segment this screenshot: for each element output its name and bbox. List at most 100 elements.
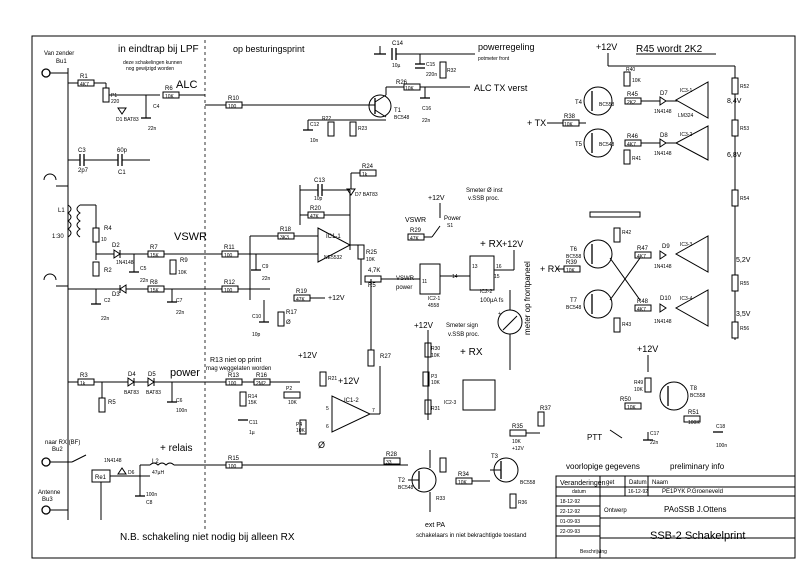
svg-text:60p: 60p [117, 148, 128, 154]
d9 [659, 250, 667, 260]
svg-text:15K: 15K [150, 288, 160, 294]
svg-text:nog gewijzigd worden: nog gewijzigd worden [126, 66, 174, 72]
ic3-2 [674, 125, 709, 161]
svg-text:14: 14 [452, 274, 458, 280]
svg-text:10K: 10K [431, 353, 441, 359]
svg-text:4,7K: 4,7K [368, 268, 380, 274]
potmeter-front-label: potmeter front [478, 56, 510, 62]
svg-text:10n: 10n [310, 138, 319, 144]
nb-note: N.B. schakeling niet nodig bij alleen RX [120, 532, 295, 543]
r6b [364, 275, 382, 283]
meter [497, 309, 523, 335]
naar-rx-label: naar RX (BF) [45, 440, 80, 446]
svg-text:22n: 22n [650, 440, 659, 446]
svg-text:47K: 47K [410, 236, 420, 242]
svg-text:T4: T4 [575, 100, 583, 106]
svg-text:100n: 100n [716, 443, 727, 449]
svg-text:IC1-2: IC1-2 [344, 398, 359, 404]
svg-text:15: 15 [494, 274, 500, 280]
svg-text:C13: C13 [314, 178, 326, 184]
voorlopige-note: voorlopige gegevens [566, 462, 640, 471]
svg-text:P3: P3 [431, 374, 437, 380]
r48 [634, 304, 652, 312]
svg-text:T1: T1 [394, 108, 402, 114]
svg-text:47K: 47K [296, 297, 306, 303]
power-label: power [170, 367, 200, 379]
svg-text:R38: R38 [564, 114, 576, 120]
svg-text:R6: R6 [165, 86, 173, 92]
svg-text:R21: R21 [328, 376, 337, 382]
t6-bc558 [583, 239, 613, 269]
svg-text:10K: 10K [288, 400, 298, 406]
svg-text:R49: R49 [634, 380, 643, 386]
svg-text:10µ: 10µ [392, 63, 401, 69]
ext-pa-label: ext PA [425, 522, 445, 529]
ic1-1 [317, 227, 352, 263]
svg-text:R16: R16 [256, 373, 268, 379]
svg-text:10K: 10K [431, 380, 441, 386]
svg-text:LM324: LM324 [678, 113, 694, 119]
svg-text:R15: R15 [228, 456, 240, 462]
tb-datum-header: Datum [629, 480, 647, 486]
d8 [659, 138, 667, 148]
svg-text:D7 BAT83: D7 BAT83 [355, 192, 378, 198]
r2 [92, 261, 100, 277]
svg-text:R2: R2 [104, 268, 112, 274]
svg-text:C1: C1 [118, 170, 126, 176]
p3 [422, 371, 430, 387]
svg-text:BC558: BC558 [566, 254, 582, 260]
svg-text:IC3-2: IC3-2 [680, 132, 692, 138]
svg-text:D5: D5 [148, 372, 156, 378]
svg-text:R24: R24 [362, 164, 374, 170]
svg-text:C8: C8 [146, 500, 153, 506]
svg-text:R52: R52 [740, 84, 749, 90]
svg-text:C17: C17 [650, 431, 659, 437]
svg-text:100K: 100K [688, 420, 700, 426]
svg-text:100: 100 [228, 464, 237, 470]
svg-text:D8: D8 [660, 133, 668, 139]
svg-text:16: 16 [496, 264, 502, 270]
vswr-switch-label: VSWR [405, 217, 426, 224]
r22 [327, 121, 335, 137]
antenne-label: Antenne [38, 490, 61, 496]
tb-changes-header: Veranderingen [560, 480, 606, 487]
svg-text:R26: R26 [396, 80, 408, 86]
svg-text:22n: 22n [262, 276, 271, 282]
svg-text:4558: 4558 [428, 303, 439, 309]
svg-text:R13: R13 [228, 373, 240, 379]
svg-text:R56: R56 [740, 326, 749, 332]
tb-title: SSB-2 Schakelprint [650, 530, 745, 542]
svg-text:R55: R55 [740, 281, 749, 287]
svg-text:R4: R4 [104, 226, 112, 232]
svg-text:R22: R22 [322, 116, 331, 122]
svg-text:R37: R37 [540, 406, 552, 412]
svg-text:3K3: 3K3 [280, 235, 289, 241]
svg-text:R31: R31 [431, 406, 440, 412]
svg-text:R18: R18 [280, 227, 292, 233]
svg-text:1k: 1k [80, 381, 86, 387]
tb-date-2: 22-12-92 [560, 509, 580, 515]
svg-text:+12V: +12V [428, 195, 445, 202]
p2 [283, 391, 301, 399]
t5-bc548 [583, 128, 613, 158]
svg-text:R5: R5 [108, 400, 116, 406]
svg-text:R34: R34 [458, 472, 470, 478]
p1 [102, 87, 110, 103]
svg-text:+12V: +12V [298, 351, 318, 360]
ic2-3 [462, 379, 496, 411]
svg-text:IC3-4: IC3-4 [680, 296, 692, 302]
svg-text:100: 100 [228, 381, 237, 387]
svg-text:C10: C10 [252, 314, 261, 320]
svg-text:10K: 10K [165, 94, 175, 100]
svg-text:C18: C18 [716, 424, 725, 430]
r21 [319, 371, 327, 387]
title-block [555, 475, 796, 559]
smeter-sign-note: Smeter sign [446, 323, 478, 329]
svg-text:R50: R50 [620, 397, 632, 403]
r28 [383, 457, 401, 465]
r42-area [589, 211, 641, 218]
svg-text:C2: C2 [104, 298, 111, 304]
svg-text:BC558: BC558 [599, 102, 615, 108]
svg-text:1N4148: 1N4148 [104, 458, 122, 464]
svg-text:BC558: BC558 [690, 393, 706, 399]
